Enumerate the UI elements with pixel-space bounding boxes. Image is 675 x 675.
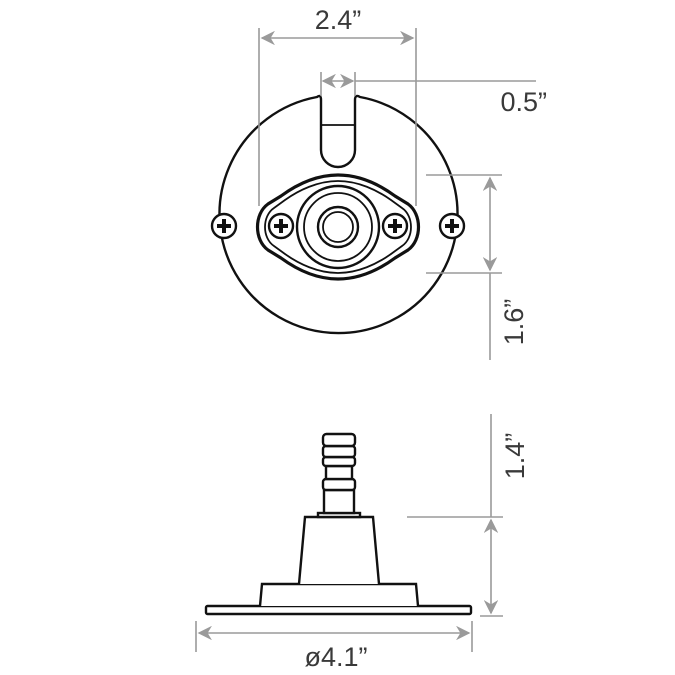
flange-width-label: 2.4” (315, 5, 362, 35)
screw-icon (210, 212, 238, 240)
side-view (204, 432, 473, 616)
dimension-post-height: 1.4” (407, 414, 530, 617)
base-plate (204, 604, 473, 616)
post-rib (321, 444, 357, 459)
base-diameter-label: ø4.1” (304, 642, 367, 672)
flange-inner-outline (264, 180, 412, 274)
connector-post (322, 488, 356, 515)
dimension-flange-width: 2.4” (258, 5, 417, 206)
dimension-base-diameter: ø4.1” (195, 621, 473, 672)
slot-width-label: 0.5” (500, 87, 547, 117)
dimension-flange-height: 1.6” (426, 174, 529, 360)
post-height-label: 1.4” (500, 433, 530, 480)
connector-ring (316, 205, 360, 249)
middle-ring (303, 192, 373, 262)
post-neck (324, 464, 354, 481)
post-rib (321, 477, 357, 492)
screw-icon (438, 212, 466, 240)
screw-icon (267, 212, 295, 240)
screw-icon (381, 212, 409, 240)
top-view (210, 94, 466, 335)
connector-hole (322, 211, 354, 243)
dimension-slot-width: 0.5” (320, 72, 547, 117)
post-rib (321, 455, 357, 468)
tapered-boss (297, 515, 381, 585)
lower-step (258, 582, 420, 607)
post-rib-top (321, 432, 357, 448)
flange-height-label: 1.6” (499, 299, 529, 346)
